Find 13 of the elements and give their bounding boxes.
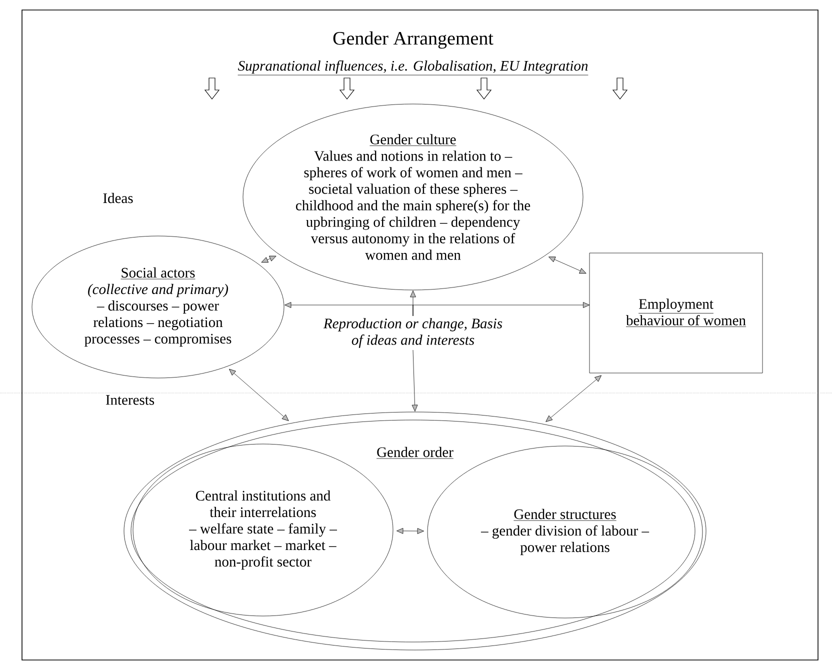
center-text: Reproduction or change, Basis of ideas and interests — [323, 318, 502, 348]
arrow — [396, 528, 424, 534]
side-label: Interests — [106, 395, 154, 405]
arrow — [229, 368, 289, 421]
employment-box: Employment behaviour of women — [589, 252, 763, 374]
arrow — [412, 302, 590, 316]
title: Gender Arrangement — [333, 31, 494, 49]
arrow — [412, 350, 418, 412]
arrow — [548, 256, 586, 274]
arrow — [261, 256, 276, 263]
subtitle: Supranational influences, i.e. Globalisation, EU Integration — [238, 60, 588, 76]
arrow — [546, 375, 602, 422]
side-label: Ideas — [103, 192, 133, 204]
